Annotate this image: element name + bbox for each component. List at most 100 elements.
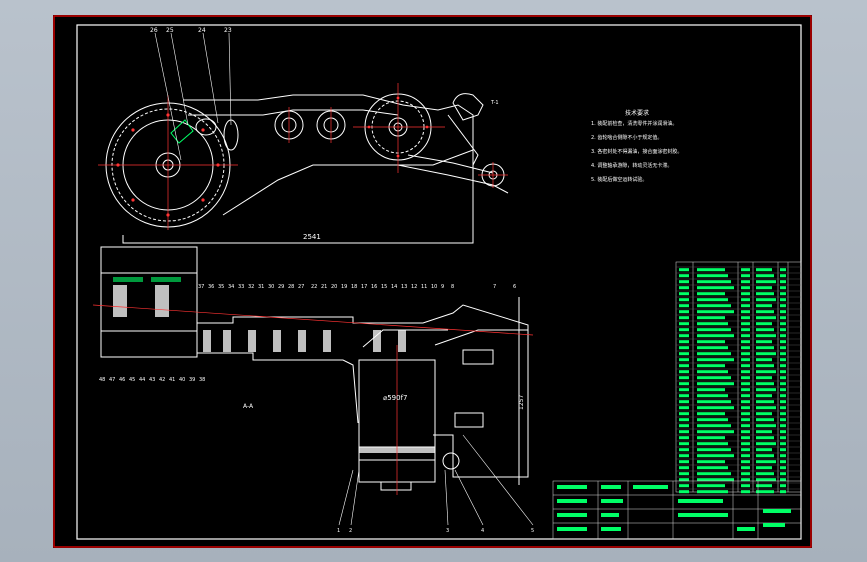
note-2: 2. 齿轮啮合侧隙不小于规定值。 [591,134,662,141]
parts-entry-mark [697,484,725,488]
parts-entry-mark [697,274,728,278]
parts-entry-mark [756,328,774,332]
parts-entry-mark [741,334,750,338]
parts-entry-mark [679,334,689,338]
parts-entry-mark [741,274,750,278]
parts-entry-mark [697,406,734,410]
parts-entry-mark [780,268,786,272]
parts-entry-mark [756,274,774,278]
svg-text:10: 10 [431,284,437,290]
top-green-detail [170,119,194,144]
parts-entry-mark [780,328,786,332]
svg-text:35: 35 [218,284,224,290]
parts-entry-mark [679,448,689,452]
parts-entry-mark [780,382,786,386]
note-4: 4. 调整轴承游隙，转动灵活无卡滞。 [591,162,672,169]
svg-text:44: 44 [139,377,145,383]
parts-entry-mark [756,418,774,422]
parts-entry-mark [697,442,728,446]
svg-text:45: 45 [129,377,135,383]
parts-entry-mark [679,490,689,494]
parts-entry-mark [780,280,786,284]
parts-entry-mark [756,334,776,338]
parts-entry-mark [741,472,750,476]
svg-text:6: 6 [513,284,516,290]
parts-entry-mark [679,430,689,434]
parts-entry-mark [679,442,689,446]
svg-text:19: 19 [341,284,347,290]
title-entry-mark [601,513,619,517]
title-entry-mark [678,513,728,517]
parts-entry-mark [780,304,786,308]
parts-entry-mark [780,340,786,344]
svg-text:15: 15 [381,284,387,290]
title-entry-mark [737,527,755,531]
parts-entry-mark [741,286,750,290]
parts-entry-mark [741,292,750,296]
parts-entry-mark [756,466,772,470]
parts-entry-mark [780,412,786,416]
detail-mark-t1: T-1 [490,100,499,106]
top-callout-25: 25 [166,27,174,34]
svg-text:9: 9 [441,284,444,290]
title-block-entries [557,485,791,531]
parts-entry-mark [697,400,731,404]
parts-entry-mark [741,460,750,464]
parts-entry-mark [741,268,750,272]
parts-entry-mark [756,454,774,458]
note-3: 3. 各密封处不得漏油，接合面涂密封胶。 [591,148,682,155]
parts-entry-mark [756,382,774,386]
parts-entry-mark [679,328,689,332]
section-centerline [92,304,534,495]
parts-entry-mark [756,280,776,284]
parts-entry-mark [697,418,728,422]
parts-entry-mark [741,424,750,428]
title-entry-mark [678,499,723,503]
parts-entry-mark [697,370,728,374]
title-entry-mark [557,527,587,531]
svg-text:8: 8 [451,284,454,290]
parts-entry-mark [780,370,786,374]
parts-entry-mark [756,430,772,434]
parts-entry-mark [756,412,772,416]
parts-entry-mark [741,316,750,320]
parts-entry-mark [780,364,786,368]
parts-entry-mark [741,352,750,356]
parts-entry-mark [697,466,728,470]
parts-entry-mark [679,286,689,290]
parts-entry-mark [679,454,689,458]
svg-text:14: 14 [391,284,397,290]
parts-entry-mark [741,340,750,344]
parts-entry-mark [780,490,786,494]
parts-entry-mark [756,478,776,482]
parts-entry-mark [697,346,728,350]
parts-entry-mark [741,466,750,470]
svg-text:37: 37 [198,284,204,290]
parts-entry-mark [697,472,731,476]
parts-entry-mark [780,310,786,314]
parts-entry-mark [697,316,725,320]
parts-entry-mark [780,436,786,440]
bottom-callout-1: 1 [337,528,340,534]
parts-entry-mark [679,418,689,422]
svg-text:22: 22 [311,284,317,290]
parts-entry-mark [697,364,725,368]
parts-entry-mark [741,370,750,374]
parts-entry-mark [679,340,689,344]
parts-entry-mark [756,316,776,320]
parts-entry-mark [756,460,776,464]
parts-entry-mark [697,286,734,290]
parts-entry-mark [679,352,689,356]
parts-entry-mark [756,424,776,428]
note-1: 1. 装配前检查，清洗零件并涂润滑油。 [591,120,677,127]
bottom-callout-2: 2 [349,528,352,534]
svg-text:13: 13 [401,284,407,290]
parts-entry-mark [679,292,689,296]
parts-entry-mark [679,370,689,374]
parts-entry-mark [741,394,750,398]
parts-entry-mark [780,472,786,476]
parts-entry-mark [697,490,728,494]
parts-entry-mark [756,376,772,380]
parts-entry-mark [780,454,786,458]
parts-entry-mark [780,478,786,482]
